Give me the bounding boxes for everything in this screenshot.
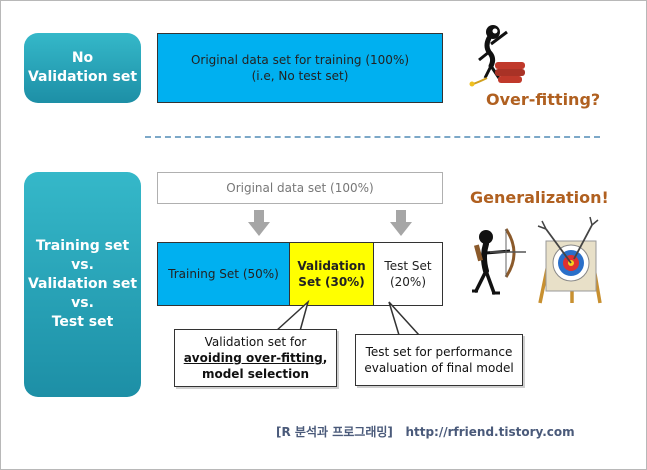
validation-set-line2: Set (30%) (298, 275, 365, 289)
label-validation-set: Validation set (27, 276, 138, 292)
footer-korean: [R 분석과 프로그래밍] (276, 425, 393, 439)
down-arrow-icon (390, 210, 412, 236)
label-vs-2: vs. (71, 295, 94, 311)
test-set-box: Test Set (20%) (373, 242, 443, 306)
validation-callout-comma: , (322, 351, 328, 365)
down-arrow-icon (248, 210, 270, 236)
training-set-box: Training Set (50%) (157, 242, 290, 306)
original-data-text: Original data set (100%) (226, 181, 374, 195)
original-training-box: Original data set for training (100%) (i… (157, 33, 443, 103)
validation-set-box: Validation Set (30%) (289, 242, 374, 306)
footer-credit: [R 분석과 프로그래밍] http://rfriend.tistory.com (276, 423, 575, 440)
callout-pointer-test (388, 301, 420, 336)
label-training-set: Training set (35, 238, 130, 254)
section-divider (145, 136, 600, 138)
no-validation-label-line1: No (71, 50, 94, 66)
validation-callout: Validation set for avoiding over-fitting… (174, 329, 337, 387)
training-set-text: Training Set (50%) (168, 267, 279, 281)
train-validation-test-label: Training set vs. Validation set vs. Test… (24, 172, 141, 397)
no-validation-label-line2: Validation set (27, 69, 138, 85)
footer-url[interactable]: http://rfriend.tistory.com (405, 425, 575, 439)
test-set-line2: (20%) (389, 275, 427, 289)
label-vs-1: vs. (71, 257, 94, 273)
original-training-line1: Original data set for training (100%) (190, 53, 410, 67)
original-training-line2: (i.e, No test set) (251, 69, 349, 83)
label-test-set: Test set (51, 314, 114, 330)
test-callout: Test set for performance evaluation of f… (355, 334, 523, 386)
ant-dynamite-icon (469, 25, 525, 87)
validation-callout-emphasis: avoiding over-fitting (183, 351, 323, 365)
validation-callout-line1: Validation set for (204, 335, 307, 349)
generalization-label: Generalization! (470, 188, 609, 207)
original-data-box: Original data set (100%) (157, 172, 443, 204)
test-callout-line2: evaluation of final model (364, 361, 514, 375)
over-fitting-label: Over-fitting? (486, 90, 601, 109)
test-callout-line1: Test set for performance (365, 345, 513, 359)
callout-pointer-validation (275, 299, 310, 332)
validation-set-line1: Validation (297, 259, 366, 273)
validation-callout-line2: avoiding over-fitting, (175, 350, 336, 366)
test-set-line1: Test Set (384, 259, 432, 273)
no-validation-label: No Validation set (24, 33, 141, 103)
target-icon (537, 216, 602, 304)
validation-callout-line3: model selection (201, 367, 310, 381)
archer-icon (472, 228, 526, 295)
